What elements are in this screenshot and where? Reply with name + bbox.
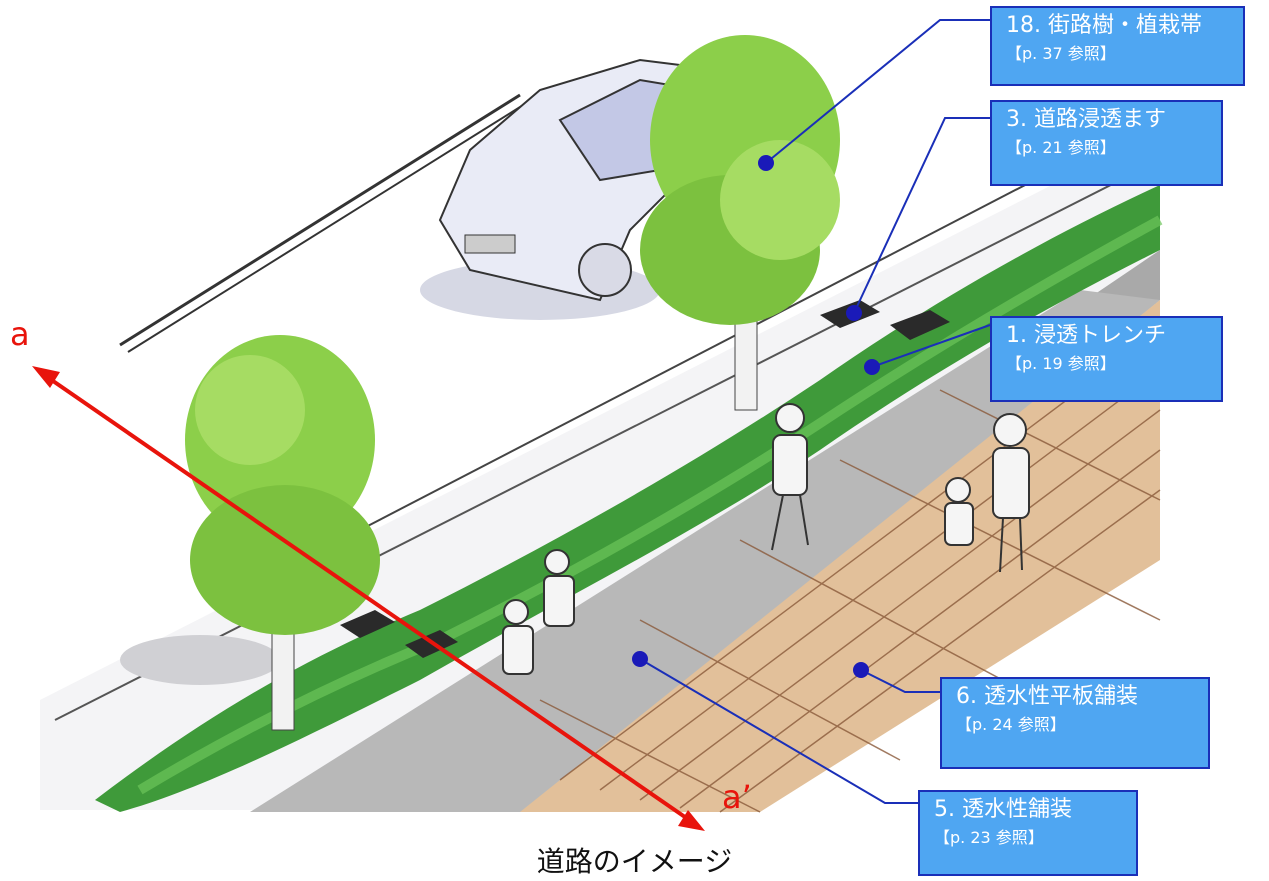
- figure-caption: 道路のイメージ: [536, 845, 733, 878]
- callout-page-ref: 【p. 24 参照】: [956, 714, 1066, 734]
- section-label-start: a: [10, 315, 30, 353]
- callout-road-infiltration-basin: 3. 道路浸透ます 【p. 21 参照】: [990, 100, 1223, 186]
- section-arrow: [32, 366, 705, 831]
- callout-page-ref: 【p. 23 参照】: [934, 827, 1044, 847]
- road-surface: [40, 130, 1160, 810]
- grate: [890, 310, 950, 340]
- hedge-highlight: [137, 215, 1163, 795]
- callout-infiltration-trench: 1. 浸透トレンチ 【p. 19 参照】: [990, 316, 1223, 402]
- callout-permeable-flat-paving: 6. 透水性平板舗装 【p. 24 参照】: [940, 677, 1210, 769]
- callout-street-trees: 18. 街路樹・植栽帯 【p. 37 参照】: [990, 6, 1245, 86]
- callout-page-ref: 【p. 37 参照】: [1006, 43, 1116, 63]
- hedge: [95, 185, 1160, 812]
- tree-left: [120, 335, 380, 731]
- leader-dots: [632, 155, 880, 678]
- callout-title: 5. 透水性舗装: [934, 797, 1072, 822]
- callout-page-ref: 【p. 19 参照】: [1006, 353, 1116, 373]
- leader-lines: [639, 19, 991, 804]
- callout-title: 18. 街路樹・植栽帯: [1006, 13, 1202, 38]
- callout-page-ref: 【p. 21 参照】: [1006, 137, 1116, 157]
- lane-line: [127, 101, 529, 353]
- tree-right: [640, 35, 840, 411]
- lane-line: [54, 159, 1161, 721]
- sidewalk-light: [250, 290, 1160, 812]
- grate: [340, 610, 395, 638]
- callout-title: 6. 透水性平板舗装: [956, 684, 1138, 709]
- callout-title: 1. 浸透トレンチ: [1006, 323, 1166, 348]
- callout-title: 3. 道路浸透ます: [1006, 107, 1166, 132]
- lane-line: [119, 93, 521, 347]
- tile-grid: [539, 329, 1161, 813]
- pedestrians: [502, 403, 1030, 675]
- section-label-end: a’: [722, 778, 752, 816]
- callout-permeable-pavement: 5. 透水性舗装 【p. 23 参照】: [918, 790, 1138, 876]
